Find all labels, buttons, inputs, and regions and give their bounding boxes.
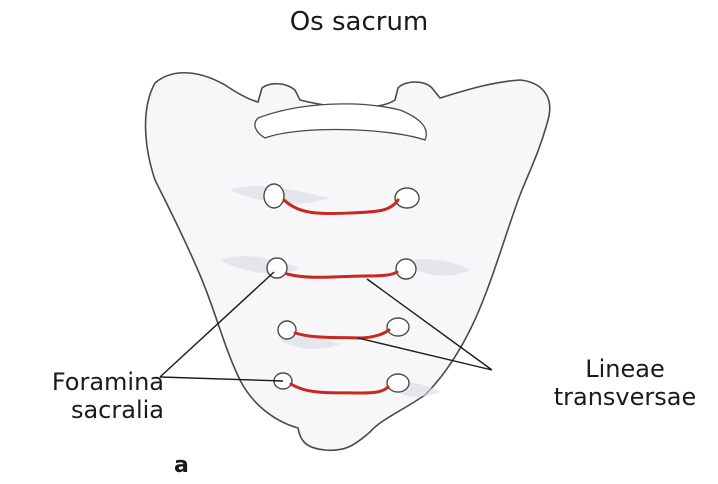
foramen-1-right	[395, 188, 419, 208]
foramen-3-right	[387, 318, 409, 336]
foramen-4-right	[387, 374, 409, 392]
label-foramina-line2: sacralia	[12, 396, 164, 424]
figure-title: Os sacrum	[0, 8, 718, 36]
foramen-2-right	[396, 259, 416, 279]
label-foramina-line1: Foramina	[12, 368, 164, 396]
label-foramina-sacralia: Foramina sacralia	[12, 368, 164, 424]
foramen-3-left	[278, 321, 296, 339]
foramen-1-left	[264, 184, 284, 208]
label-lineae-line1: Lineae	[540, 355, 710, 383]
label-lineae-line2: transversae	[540, 383, 710, 411]
label-lineae-transversae: Lineae transversae	[540, 355, 710, 411]
panel-letter: a	[174, 452, 189, 480]
